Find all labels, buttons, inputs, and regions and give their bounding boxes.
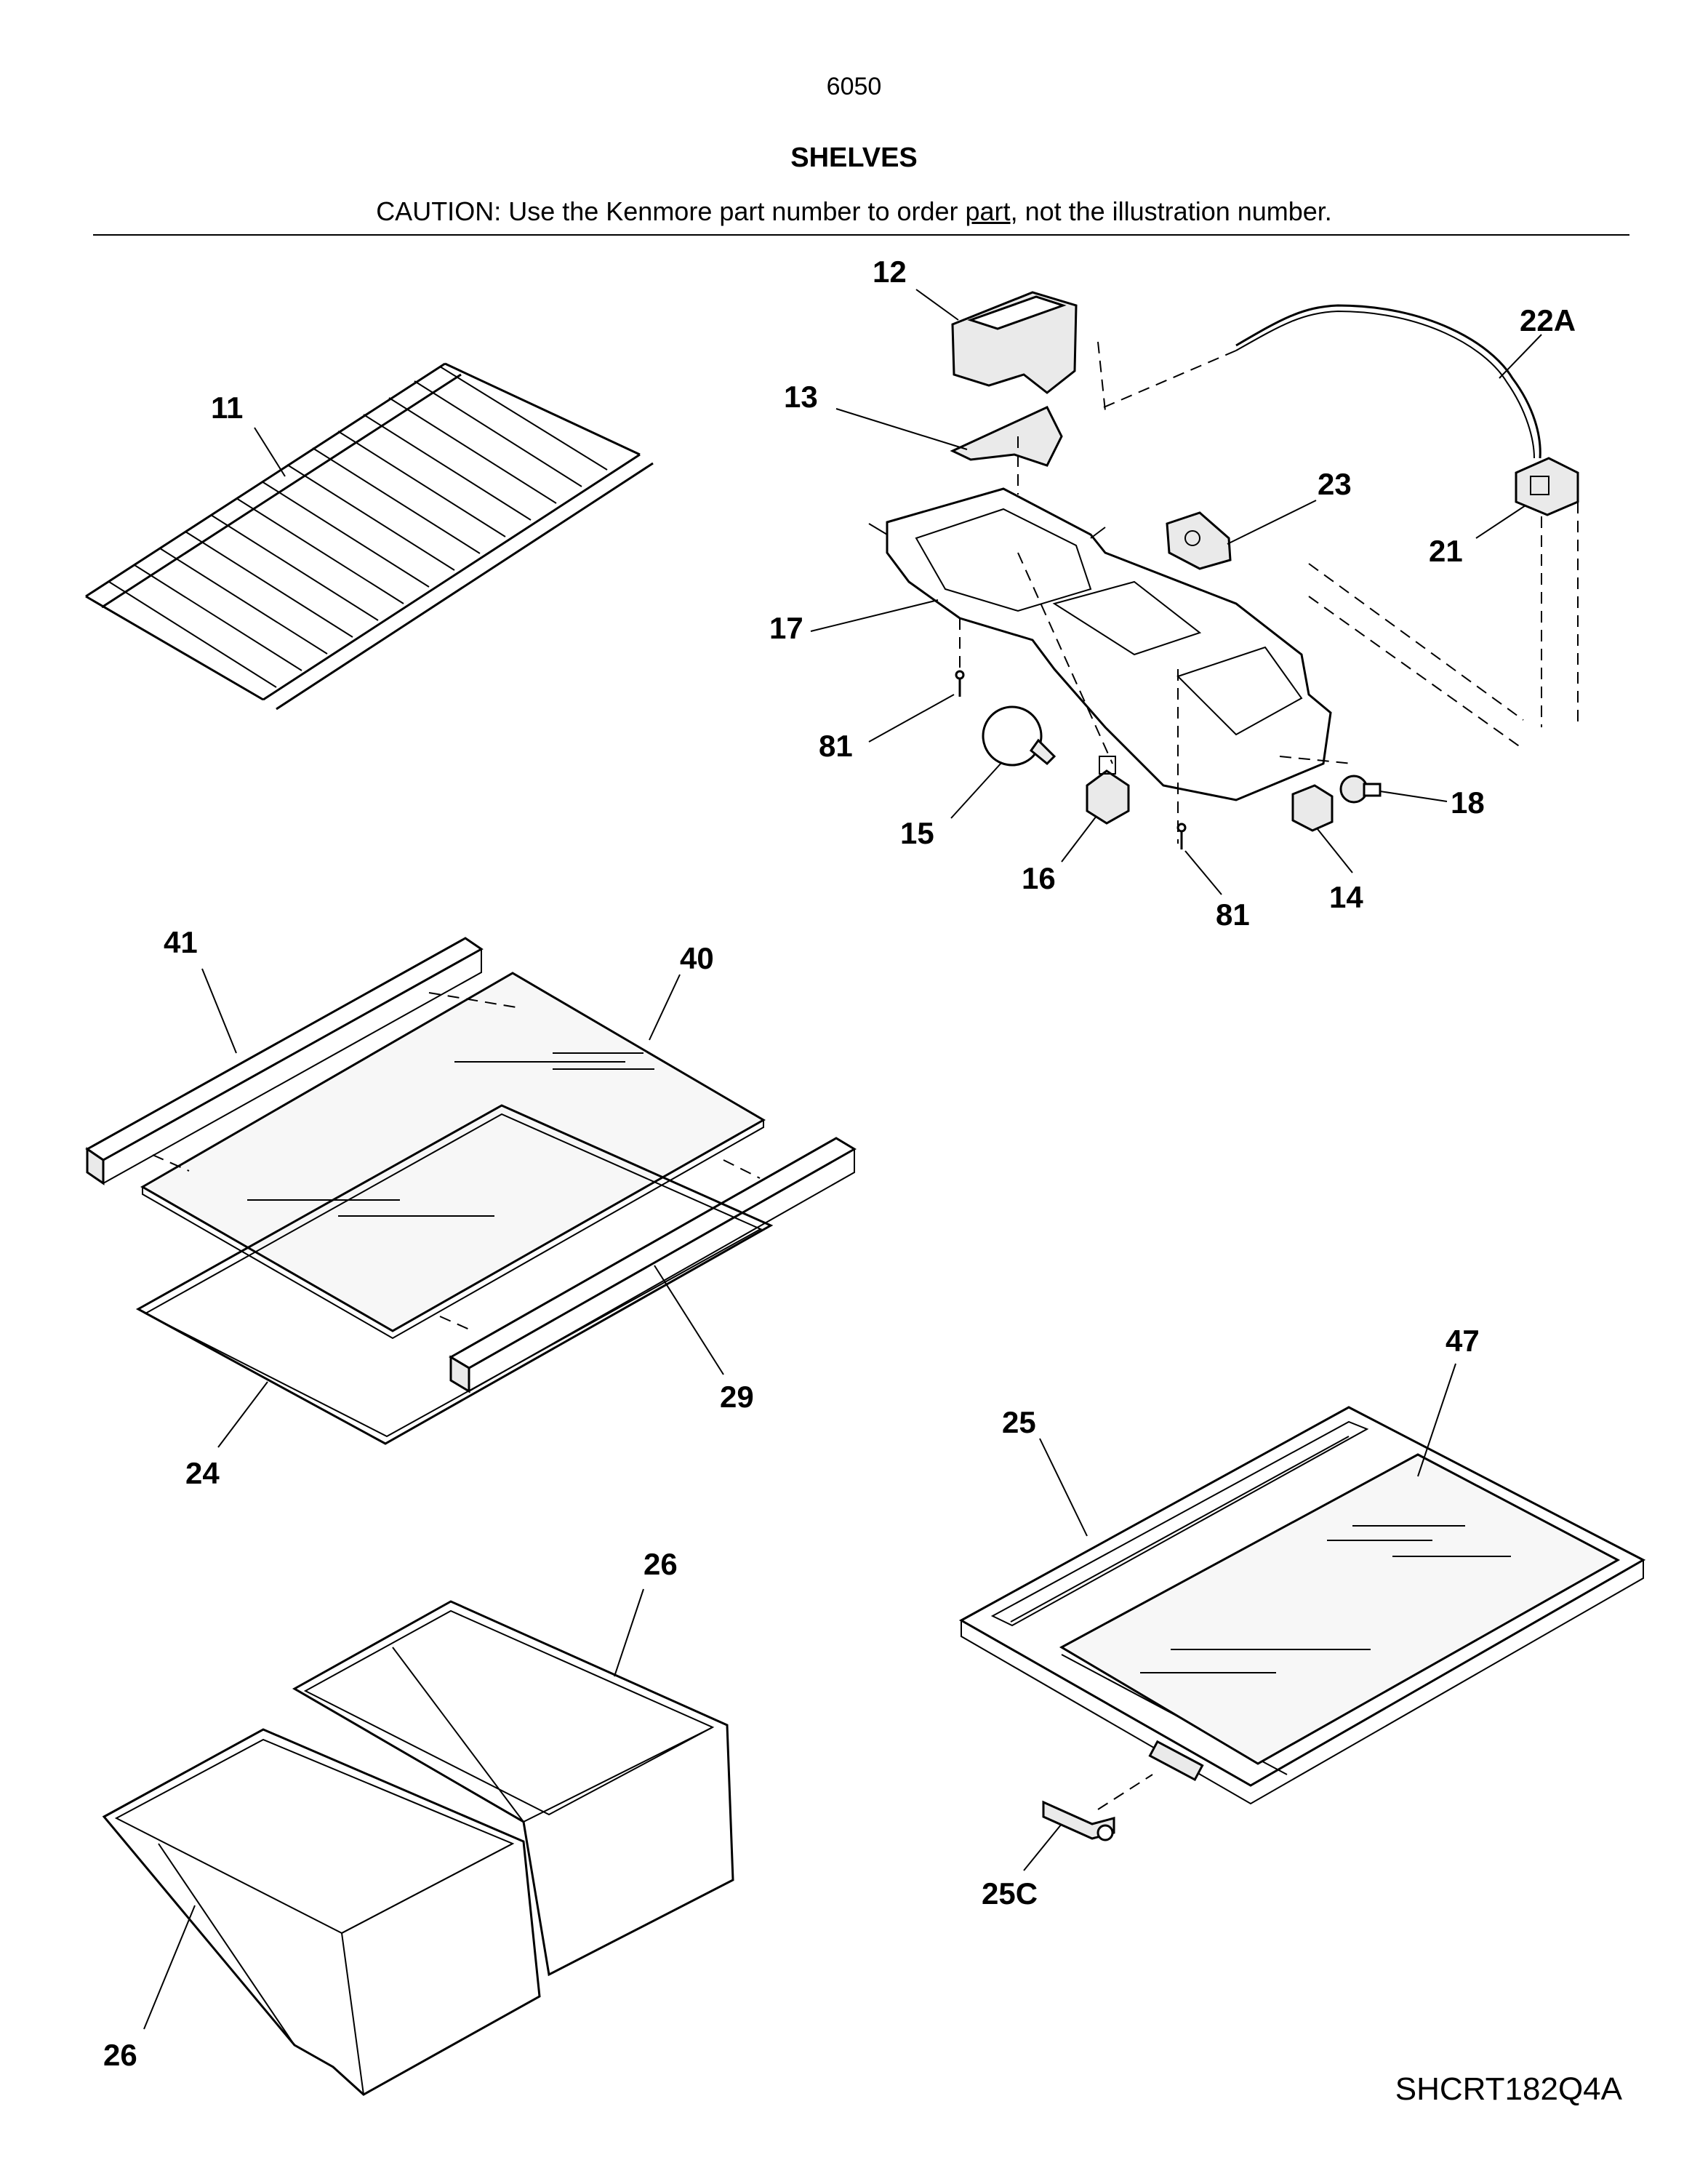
caution-prefix: CAUTION: Use the Kenmore part number to … [376, 196, 966, 226]
glass-shelf-part-40[interactable] [140, 972, 766, 1340]
light-shield-part-12[interactable] [951, 291, 1078, 394]
page-title: SHELVES [790, 143, 918, 173]
leader-47 [1417, 1363, 1456, 1477]
diagram-code: SHCRT182Q4A [1395, 2071, 1622, 2107]
callout-22a: 22A [1520, 303, 1576, 337]
header-divider [93, 234, 1629, 236]
knob-part-18[interactable] [1339, 775, 1382, 804]
callout-25c: 25C [982, 1876, 1038, 1911]
leader-15 [950, 761, 1003, 819]
capillary-tube-part-22a[interactable] [1235, 304, 1541, 459]
leader-12 [915, 289, 959, 321]
crisper-drawer-part-26-front[interactable] [102, 1728, 541, 2096]
screw-part-81-lower[interactable] [1176, 823, 1187, 849]
leader-13 [835, 408, 968, 450]
leader-25 [1039, 1438, 1088, 1537]
callout-24: 24 [185, 1456, 220, 1490]
callout-13: 13 [784, 380, 818, 414]
connector-part-21[interactable] [1515, 457, 1579, 516]
leader-40 [649, 974, 681, 1041]
callout-25: 25 [1002, 1405, 1036, 1439]
caution-suffix: , not the illustration number. [1010, 196, 1332, 226]
callout-21: 21 [1429, 534, 1463, 568]
leader-17 [810, 599, 939, 632]
callout-26-rear: 26 [643, 1547, 678, 1581]
bracket-part-13[interactable] [950, 406, 1063, 467]
page-number: 6050 [826, 73, 882, 100]
slide-part-25c[interactable] [1042, 1800, 1115, 1841]
callout-29: 29 [720, 1380, 754, 1414]
leader-25c [1023, 1823, 1062, 1871]
crisper-glass-part-47[interactable] [1059, 1453, 1621, 1765]
callout-14: 14 [1329, 880, 1363, 914]
leader-18 [1379, 791, 1448, 802]
socket-part-16[interactable] [1086, 756, 1130, 825]
callout-23: 23 [1318, 467, 1352, 501]
bulb-part-15[interactable] [982, 705, 1057, 767]
leader-24 [217, 1381, 268, 1448]
leader-14 [1317, 828, 1353, 873]
switch-part-23[interactable] [1166, 511, 1232, 570]
leader-41 [201, 968, 237, 1054]
crisper-drawer-part-26-rear[interactable] [292, 1600, 734, 1977]
screw-part-81-upper[interactable] [955, 670, 965, 697]
shelf-rail-part-41[interactable] [85, 937, 484, 1185]
callout-40: 40 [680, 941, 714, 975]
leader-81-lower [1184, 850, 1222, 895]
caution-link[interactable]: part [965, 196, 1011, 226]
caution-notice: CAUTION: Use the Kenmore part number to … [0, 196, 1708, 227]
shelf-frame-part-24[interactable] [135, 1104, 774, 1445]
leader-16 [1061, 815, 1097, 863]
callout-12: 12 [873, 255, 907, 289]
callout-47: 47 [1446, 1324, 1480, 1358]
callout-41: 41 [164, 925, 198, 959]
leader-11 [254, 427, 286, 477]
wire-shelf-part-11[interactable] [85, 362, 654, 711]
control-housing-part-17[interactable] [868, 487, 1332, 801]
callout-81-lower: 81 [1216, 897, 1250, 932]
callout-26-front: 26 [103, 2038, 137, 2072]
callout-15: 15 [900, 816, 934, 850]
leader-22a [1499, 334, 1542, 379]
callout-81-upper: 81 [819, 729, 853, 763]
callout-16: 16 [1022, 861, 1056, 895]
callout-11: 11 [211, 391, 243, 425]
leader-26-front [143, 1905, 196, 2030]
switch-part-14[interactable] [1291, 784, 1334, 832]
leader-21 [1475, 505, 1526, 539]
leader-23 [1227, 500, 1317, 545]
leader-26-rear [614, 1588, 644, 1677]
callout-18: 18 [1451, 785, 1485, 820]
callout-17: 17 [769, 611, 803, 645]
leader-81-upper [868, 694, 955, 743]
